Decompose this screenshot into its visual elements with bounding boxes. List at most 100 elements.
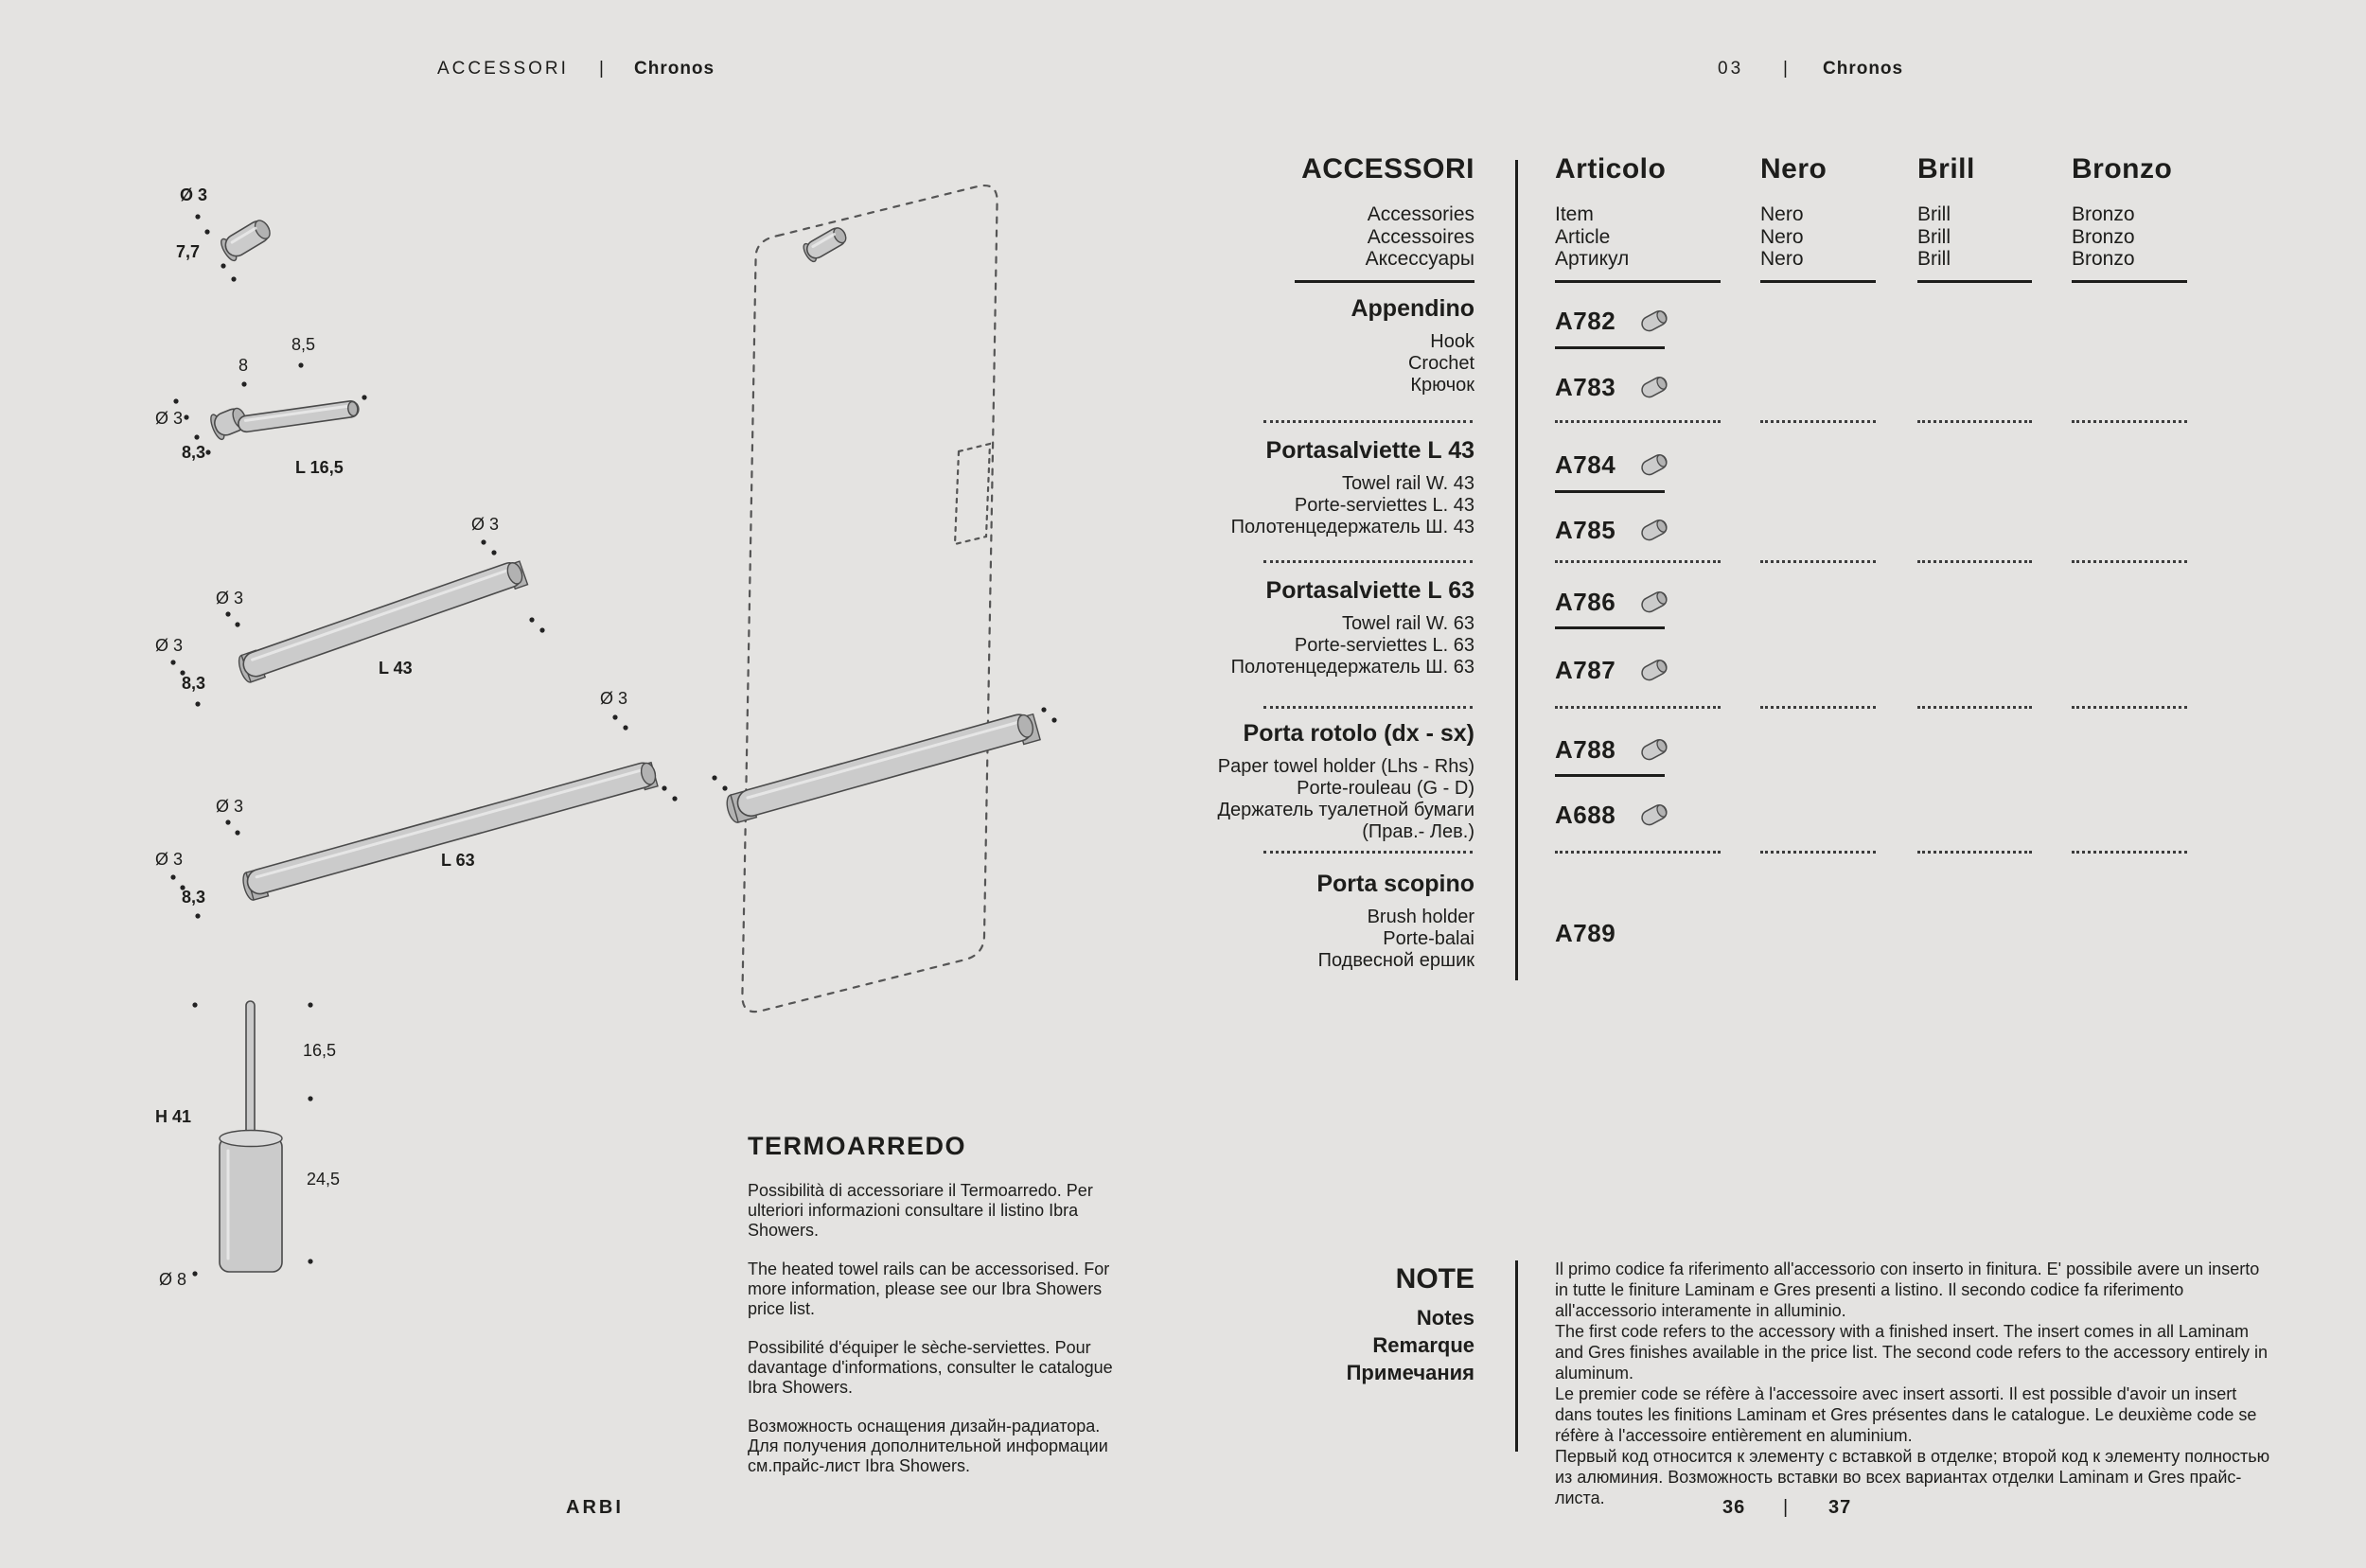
group-translation: Paper towel holder (Lhs - Rhs) (1217, 756, 1474, 777)
dotted-separator (2072, 706, 2187, 709)
dim-label: L 43 (379, 659, 413, 678)
panel-hook-drawing (803, 227, 847, 263)
column-title: Articolo (1555, 153, 1667, 185)
group-translation: Держатель туалетной бумаги (Прав.- Лев.) (1217, 800, 1475, 842)
column-articolo: Articolo Item Article Артикул (1555, 153, 1666, 271)
page-number-right: 37 (1828, 1497, 1852, 1518)
article-code: A784 (1555, 449, 1616, 479)
group-translation: Porte-serviettes L. 63 (1294, 635, 1474, 656)
insert-cylinder-icon (1641, 520, 1668, 541)
header-underline (1295, 280, 1474, 283)
dotted-separator (1555, 851, 1721, 854)
insert-cylinder-icon (1641, 660, 1668, 681)
spec-group-portasalviette-63: Portasalviette L 63 Towel rail W. 63 Por… (1124, 577, 1474, 678)
label-col-sub: Аксессуары (1365, 248, 1474, 270)
note-header: NOTE Notes Remarque Примечания (1124, 1263, 1474, 1386)
dim-label: 8,3 (182, 888, 206, 907)
dim-label: 16,5 (303, 1041, 337, 1060)
spec-group-appendino: Appendino Hook Crochet Крючок (1124, 295, 1474, 396)
page-number-left: 36 (1722, 1497, 1746, 1518)
group-translation: Towel rail W. 63 (1341, 613, 1474, 634)
insert-cylinder-icon (1641, 591, 1668, 613)
dim-label: Ø 3 (216, 589, 244, 608)
article-row: A786 (1555, 586, 1735, 618)
dotted-separator (1760, 420, 1876, 423)
article-row: A787 (1555, 654, 1735, 686)
brush-holder-drawing (192, 1000, 313, 1277)
note-sub: Remarque (1372, 1333, 1474, 1357)
dim-label: Ø 3 (471, 515, 500, 534)
group-title: Porta rotolo (dx - sx) (1243, 720, 1474, 747)
note-text: Il primo codice fa riferimento all'acces… (1555, 1259, 2272, 1508)
termoarredo-title: TERMOARREDO (748, 1132, 966, 1160)
table-divider-line (1515, 160, 1518, 980)
dotted-separator (1263, 706, 1473, 709)
column-brill: Brill Brill Brill Brill (1917, 153, 1975, 271)
rail-43-drawing (170, 539, 545, 707)
column-title: Brill (1917, 153, 1975, 185)
group-translation: Brush holder (1367, 907, 1474, 927)
insert-cylinder-icon (1641, 804, 1668, 826)
radiator-panel-outline (741, 185, 998, 1013)
group-translation: Полотенцедержатель Ш. 43 (1230, 517, 1474, 537)
code-underline (1555, 346, 1665, 349)
group-translation: Towel rail W. 43 (1341, 473, 1474, 494)
group-translation: Крючок (1410, 375, 1474, 396)
article-row: A782 (1555, 305, 1735, 337)
spec-group-portasalviette-43: Portasalviette L 43 Towel rail W. 43 Por… (1124, 437, 1474, 538)
dotted-separator (1760, 706, 1876, 709)
dotted-separator (1263, 851, 1473, 854)
group-title: Portasalviette L 63 (1265, 577, 1474, 604)
dim-label: L 16,5 (295, 458, 344, 477)
group-translation: Полотенцедержатель Ш. 63 (1230, 657, 1474, 678)
note-paragraph-ru: Первый код относится к элементу с вставк… (1555, 1447, 2270, 1507)
hook-small-drawing (195, 214, 271, 282)
note-sub: Примечания (1346, 1361, 1474, 1384)
dim-label: 8,3 (182, 674, 206, 693)
brand-logo: ARBI (566, 1497, 624, 1518)
code-underline (1555, 626, 1665, 629)
article-row: A789 (1555, 917, 1735, 949)
column-bronzo: Bronzo Bronzo Bronzo Bronzo (2072, 153, 2172, 271)
dotted-separator (2072, 851, 2187, 854)
article-code: A688 (1555, 800, 1616, 829)
group-title: Porta scopino (1316, 871, 1474, 897)
header-underline (1760, 280, 1876, 283)
dim-label: Ø 3 (155, 850, 184, 869)
column-sub: Bronzo (2072, 248, 2135, 270)
article-code: A789 (1555, 918, 1616, 947)
article-row: A688 (1555, 799, 1735, 831)
dotted-separator (1917, 420, 2032, 423)
collection-name: Chronos (1823, 59, 1904, 79)
dim-label: 24,5 (307, 1170, 341, 1189)
note-sub: Notes (1416, 1306, 1474, 1330)
dim-label: 8,3 (182, 443, 206, 462)
label-col-sub: Accessories (1367, 203, 1474, 225)
column-sub: Nero (1760, 248, 1804, 270)
group-title: Portasalviette L 43 (1265, 437, 1474, 464)
column-sub: Brill (1917, 203, 1951, 225)
dim-label: Ø 3 (155, 636, 184, 655)
article-code: A782 (1555, 306, 1616, 335)
group-translation: Hook (1430, 331, 1474, 352)
dim-label: L 63 (441, 851, 475, 870)
termoarredo-paragraph-en: The heated towel rails can be accessoris… (748, 1260, 1110, 1318)
panel-rail-drawing (712, 707, 1057, 823)
collection-name: Chronos (634, 59, 715, 79)
header-underline (1917, 280, 2032, 283)
article-code: A787 (1555, 655, 1616, 684)
column-sub: Nero (1760, 225, 1804, 248)
note-divider-line (1515, 1260, 1518, 1452)
insert-cylinder-icon (1641, 454, 1668, 476)
dotted-separator (1917, 706, 2032, 709)
group-title: Appendino (1351, 295, 1474, 322)
code-underline (1555, 774, 1665, 777)
termoarredo-paragraph-it: Possibilità di accessoriare il Termoarre… (748, 1181, 1093, 1240)
label-col-sub: Accessoires (1367, 225, 1474, 248)
article-code: A786 (1555, 587, 1616, 616)
dim-label: 8 (238, 356, 249, 375)
technical-drawings (170, 185, 1057, 1277)
termoarredo-text: Possibilità di accessoriare il Termoarre… (748, 1181, 1119, 1495)
column-sub: Bronzo (2072, 225, 2135, 248)
section-title: ACCESSORI (437, 59, 569, 79)
